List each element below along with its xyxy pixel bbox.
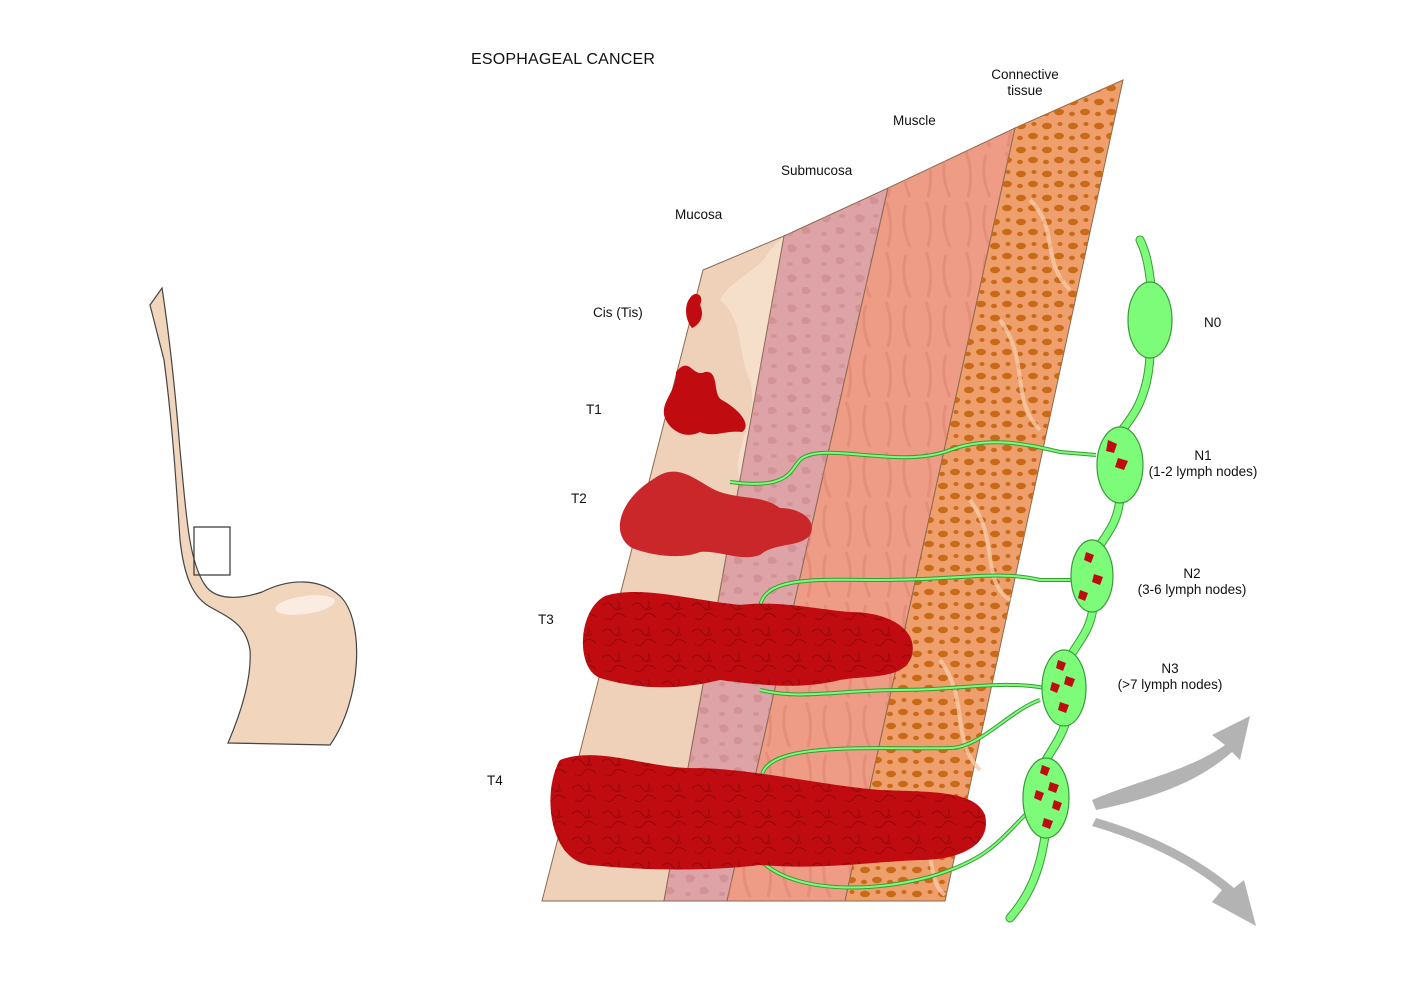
stomach-highlight [275, 595, 335, 615]
arrow-down-icon [1092, 818, 1256, 926]
label-n0: N0 [1204, 315, 1221, 330]
tumor-t4-texture [550, 755, 986, 870]
vessel-t4b [759, 811, 1029, 889]
label-muscle: Muscle [893, 113, 936, 128]
label-tissue: tissue [1007, 83, 1042, 98]
vessel-t4a [761, 699, 1041, 776]
label-t1: T1 [586, 402, 602, 417]
lymph-trunk [1006, 236, 1156, 922]
label-n3-sub: (>7 lymph nodes) [1118, 677, 1223, 692]
n1-cells [1106, 440, 1128, 470]
tissue-layers [541, 79, 1124, 902]
lymph-vessels [729, 235, 1157, 923]
stomach-shape [149, 286, 358, 746]
label-t3: T3 [538, 612, 554, 627]
label-n1-sub: (1-2 lymph nodes) [1149, 464, 1258, 479]
tumor-t3-texture [582, 592, 913, 688]
muscle-texture [727, 128, 1015, 901]
node-n3b [1022, 757, 1070, 839]
esophagus-stomach-illustration [149, 286, 358, 746]
vessel-t2 [729, 441, 1097, 485]
label-n2-sub: (3-6 lymph nodes) [1138, 582, 1247, 597]
node-n3 [1041, 649, 1087, 727]
label-mucosa: Mucosa [675, 207, 723, 222]
node-tumor-cells [1034, 440, 1128, 829]
vessel-t3a [759, 574, 1072, 611]
label-t2: T2 [571, 491, 587, 506]
diagram-title: ESOPHAGEAL CANCER [471, 51, 655, 68]
zoom-box [193, 526, 231, 576]
n2-cells [1078, 552, 1103, 601]
metastasis-arrows [1092, 716, 1256, 926]
label-t4: T4 [487, 773, 503, 788]
label-n1: N1 [1194, 448, 1211, 463]
labels: ESOPHAGEAL CANCER Mucosa Submucosa Muscl… [471, 51, 1257, 788]
label-submucosa: Submucosa [781, 163, 853, 178]
n3b-cells [1034, 765, 1062, 829]
arrow-up-icon [1092, 716, 1250, 810]
connective-texture [845, 80, 1123, 901]
node-n2 [1070, 539, 1114, 613]
label-n2: N2 [1183, 566, 1200, 581]
label-n3: N3 [1161, 661, 1178, 676]
vessel-t3b [759, 683, 1046, 696]
tumor-t1 [663, 365, 746, 435]
tumor-t2 [619, 471, 812, 558]
node-n0 [1127, 281, 1173, 359]
label-cis: Cis (Tis) [593, 305, 643, 320]
n3-cells [1050, 660, 1075, 713]
tumors [550, 294, 986, 870]
connective-veins [908, 198, 1072, 897]
label-connective: Connective [991, 67, 1059, 82]
tumor-cis [686, 294, 703, 328]
